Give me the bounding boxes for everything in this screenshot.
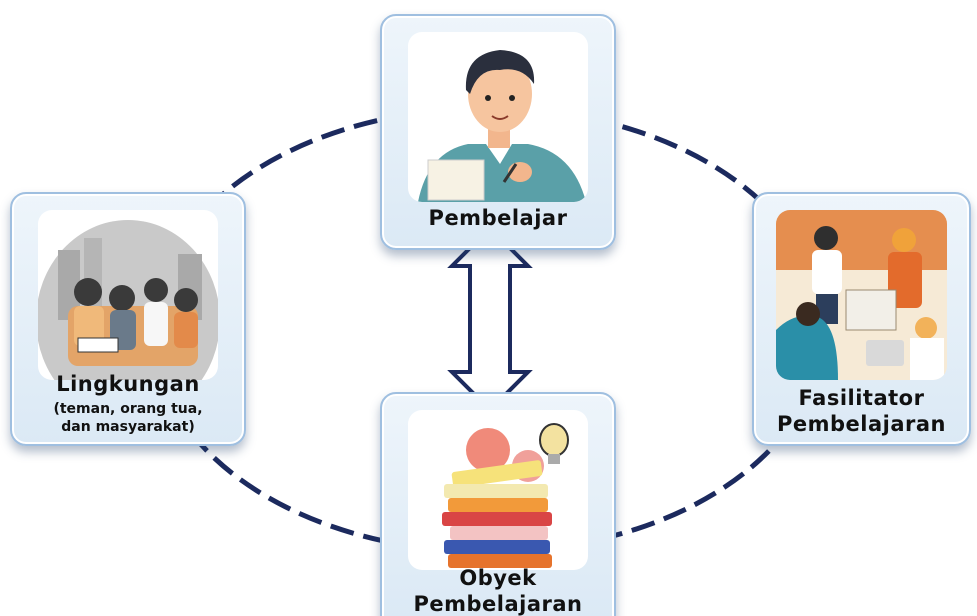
card-pembelajar: Pembelajar [380, 14, 616, 250]
label-obyek-1: Obyek [459, 566, 537, 590]
label-obyek-2: Pembelajaran [413, 592, 583, 616]
label-fasilitator-1: Fasilitator [798, 386, 925, 410]
label-lingkungan-sub-1: (teman, orang tua, [53, 401, 203, 417]
label-pembelajar: Pembelajar [428, 206, 568, 230]
learner-illustration [408, 32, 588, 202]
double-arrow [447, 225, 533, 413]
community-illustration [38, 210, 218, 380]
label-fasilitator-2: Pembelajaran [776, 412, 946, 436]
card-fasilitator: Fasilitator Pembelajaran [752, 192, 971, 446]
label-lingkungan-sub-2: dan masyarakat) [61, 419, 195, 435]
label-lingkungan: Lingkungan [56, 372, 200, 396]
facilitator-illustration [776, 210, 947, 380]
card-obyek: Obyek Pembelajaran [380, 392, 616, 616]
books-illustration [408, 410, 588, 570]
card-lingkungan: Lingkungan (teman, orang tua, dan masyar… [10, 192, 246, 446]
